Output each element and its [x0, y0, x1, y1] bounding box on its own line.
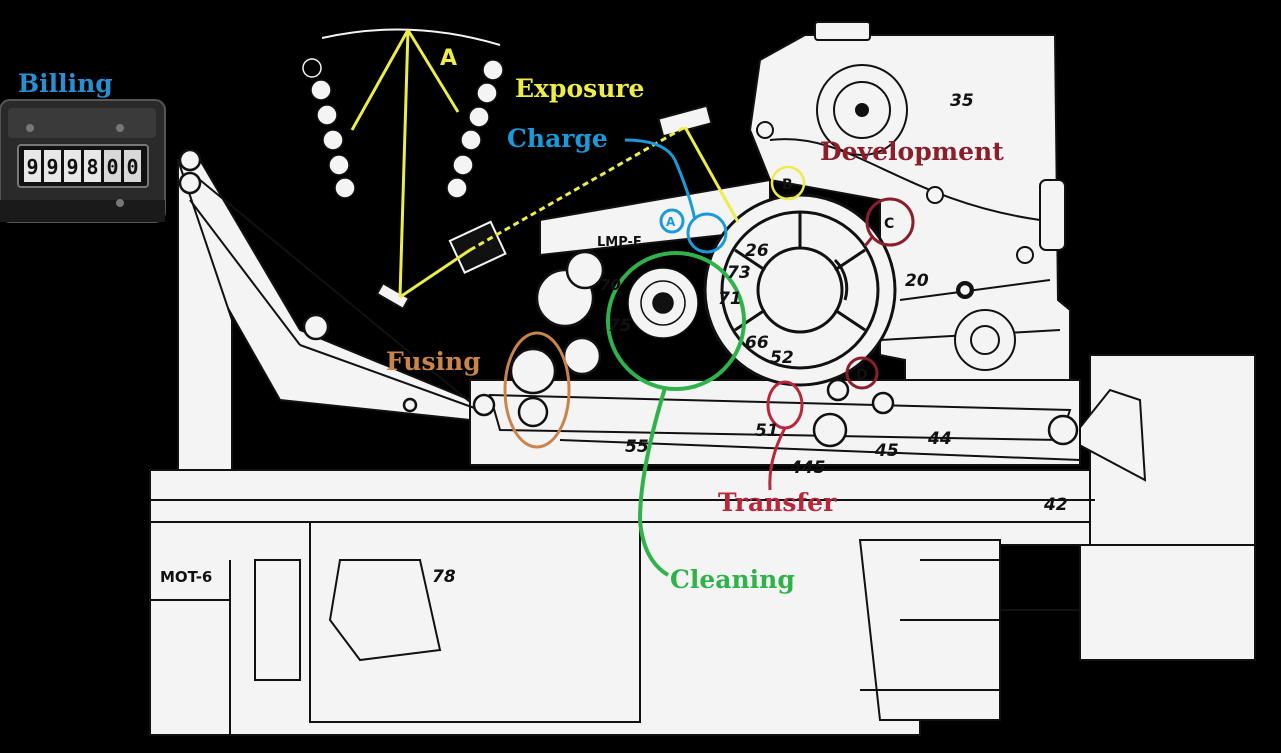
fusing-marker — [503, 331, 571, 449]
platen-arc — [321, 28, 501, 46]
ref-70: 70 — [600, 276, 621, 294]
counter-digit: 9 — [66, 155, 78, 179]
ref-mot6: MOT-6 — [160, 568, 212, 586]
ref-20: 20 — [905, 271, 929, 291]
screw-icon — [26, 124, 34, 132]
point-d: D — [856, 367, 868, 383]
ref-66: 66 — [745, 333, 769, 353]
label-development: Development — [820, 137, 1004, 166]
counter-wheel — [24, 150, 41, 182]
counter-digit: 8 — [86, 155, 98, 179]
point-c: C — [884, 216, 894, 232]
ref-445: 445 — [789, 458, 826, 478]
counter-wheel — [44, 150, 61, 182]
label-exposure: Exposure — [515, 74, 644, 103]
knob-right — [1039, 179, 1066, 251]
cleaning-marker — [606, 251, 746, 577]
ref-35: 35 — [950, 91, 974, 111]
counter-digit: 0 — [106, 155, 118, 179]
point-a: A — [666, 215, 676, 229]
development-markers — [845, 197, 915, 390]
label-billing: Billing — [18, 69, 113, 98]
ref-52: 52 — [770, 348, 794, 368]
counter-digit: 9 — [46, 155, 58, 179]
cleaning-brush — [627, 267, 699, 339]
exposure-path — [350, 29, 806, 299]
screw-icon — [116, 124, 124, 132]
ref-45: 45 — [874, 441, 899, 461]
counter-digit: 9 — [26, 155, 38, 179]
ref-44: 44 — [927, 429, 952, 449]
counter-wheel — [84, 150, 101, 182]
counter-digit: 0 — [126, 155, 138, 179]
counter-wheel — [64, 150, 81, 182]
ref-55: 55 — [625, 437, 649, 457]
ref-51: 51 — [755, 421, 779, 441]
label-transfer: Transfer — [718, 488, 837, 517]
development-gear — [756, 64, 1034, 371]
counter-wheel — [124, 150, 141, 182]
lamp-array-right — [446, 59, 504, 199]
machine-drawing — [149, 21, 1256, 736]
label-fusing: Fusing — [386, 347, 481, 376]
rollers — [178, 148, 1079, 448]
label-cleaning: Cleaning — [670, 565, 795, 594]
screw-icon — [116, 199, 124, 207]
charge-markers — [624, 138, 728, 254]
billing-counter — [0, 99, 166, 223]
label-charge: Charge — [507, 124, 608, 153]
transfer-marker — [766, 380, 804, 491]
photoreceptor-drum — [703, 193, 897, 387]
ref-26: 26 — [745, 241, 769, 261]
ref-42: 42 — [1043, 495, 1068, 515]
point-a-top: A — [440, 46, 457, 71]
point-b: B — [782, 177, 793, 193]
ref-75: 75 — [608, 316, 632, 336]
lamp-array-left — [302, 58, 356, 199]
ref-lmp: LMP-F — [597, 235, 642, 250]
lens-assembly — [375, 104, 713, 311]
ref-71: 71 — [718, 289, 742, 309]
ref-78: 78 — [432, 567, 456, 587]
ref-73: 73 — [727, 263, 751, 283]
counter-wheel — [104, 150, 121, 182]
